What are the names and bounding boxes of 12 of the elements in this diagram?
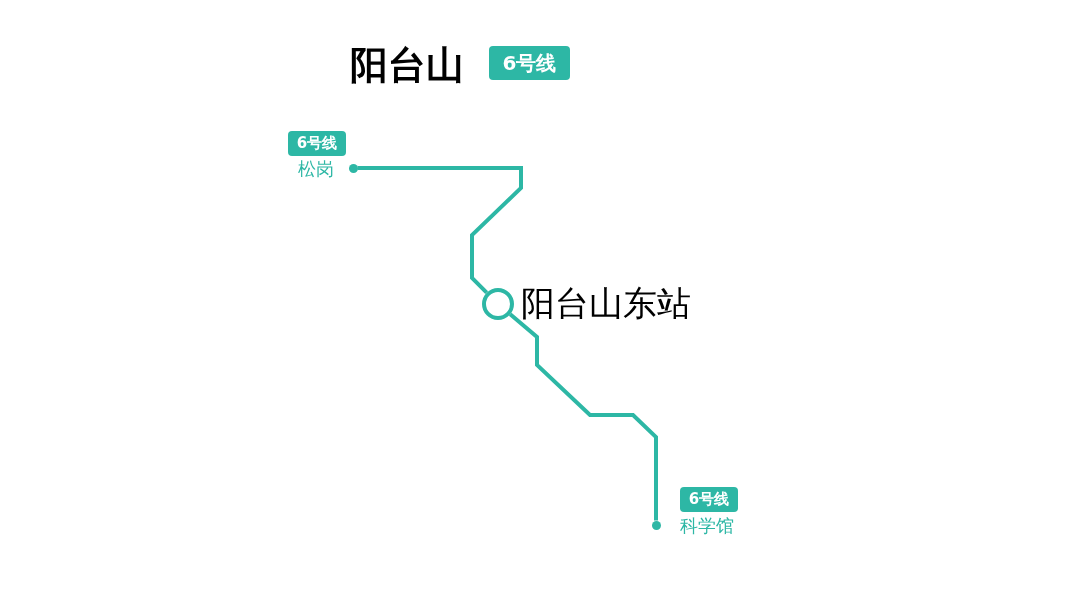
station-name: 松岗	[298, 157, 334, 181]
terminal-dot	[651, 520, 661, 530]
line-badge: 6号线	[288, 131, 346, 156]
title: 阳台山	[350, 42, 464, 89]
line-badge: 6号线	[680, 487, 738, 512]
station-name: 科学馆	[680, 514, 734, 538]
line-route	[357, 166, 523, 295]
line-route	[508, 312, 658, 521]
station-circle	[482, 288, 514, 320]
terminal-dot	[348, 163, 358, 173]
line-badge: 6号线	[489, 46, 570, 80]
station-name: 阳台山东站	[521, 282, 691, 325]
